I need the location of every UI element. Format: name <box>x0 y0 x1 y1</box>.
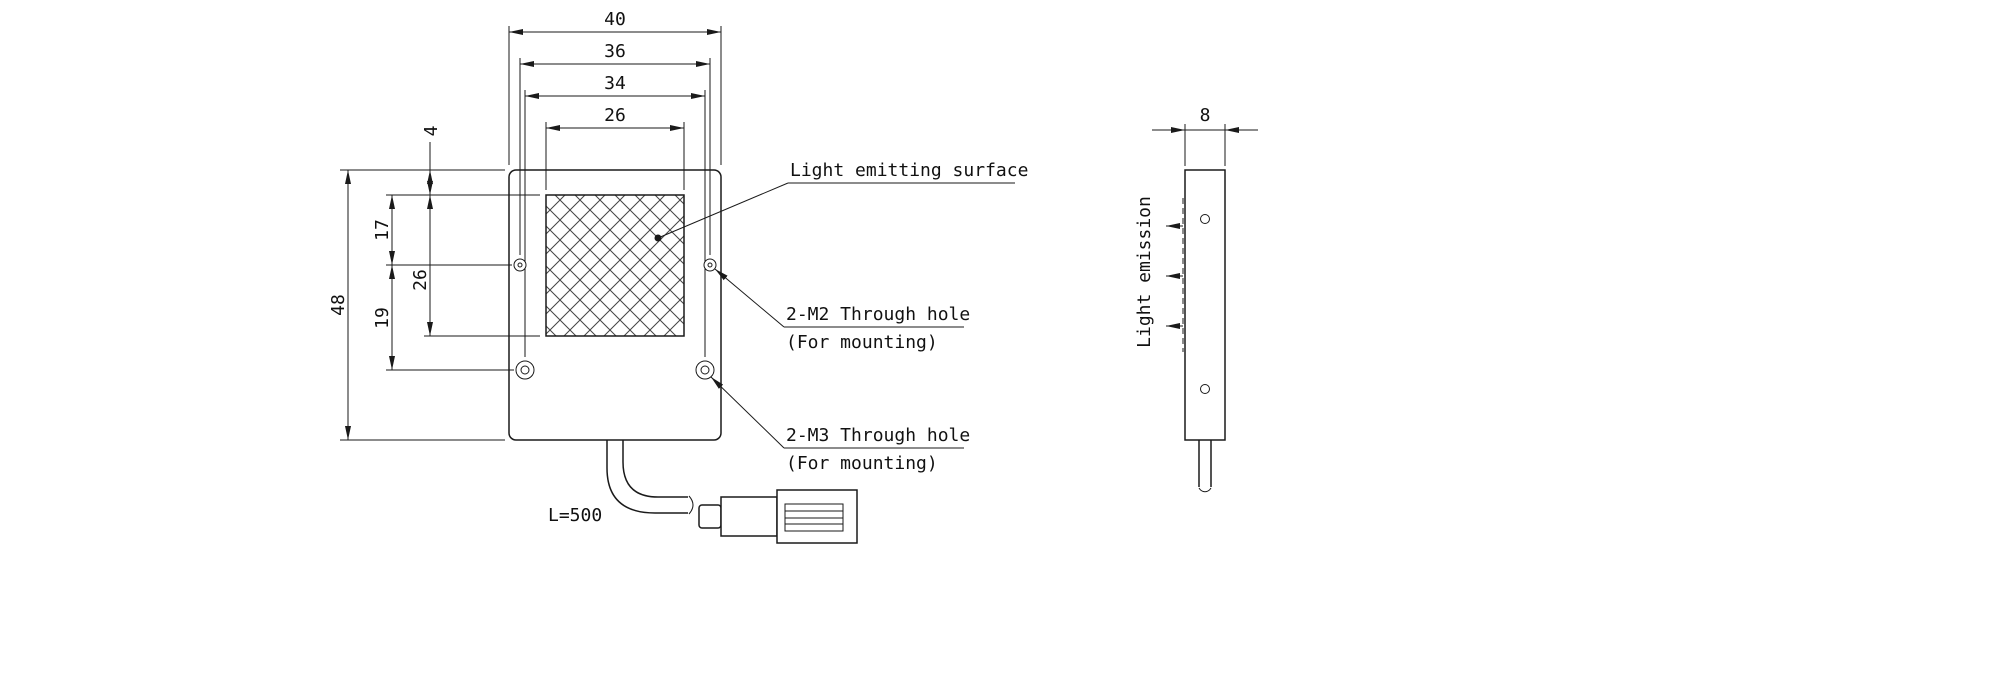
extension-lines-top <box>508 26 722 357</box>
callout-m3-hole: 2-M3 Through hole (For mounting) <box>710 376 970 474</box>
dim-emitting-width: 26 <box>546 105 684 131</box>
cable-connector <box>698 489 858 544</box>
side-body-outline <box>1184 169 1226 441</box>
light-emitting-surface <box>545 194 685 337</box>
dim-thickness: 8 <box>1152 105 1258 166</box>
dim-m2-spacing: 36 <box>520 41 710 67</box>
dim-m3-spacing: 34 <box>525 73 705 99</box>
dim-thickness-value: 8 <box>1200 105 1211 126</box>
m3-hole-right <box>695 360 715 380</box>
dim-emitting-top-to-m2-value: 17 <box>372 219 393 241</box>
side-cable <box>1198 440 1212 493</box>
cable-length-label: L=500 <box>548 505 602 526</box>
m2-hole-right <box>703 258 717 272</box>
dim-top-to-emitting-value: 4 <box>421 126 442 137</box>
m3-hole-note: (For mounting) <box>786 453 938 474</box>
m3-hole-left <box>515 360 535 380</box>
dim-top-to-emitting: 4 <box>421 126 442 195</box>
dim-outer-width-value: 40 <box>604 9 626 30</box>
dim-outer-height-value: 48 <box>328 294 349 316</box>
light-emission-label: Light emission <box>1134 196 1155 348</box>
dim-emitting-top-to-m2: 17 <box>372 195 395 265</box>
dim-m2-to-m3-value: 19 <box>372 307 393 329</box>
dim-emitting-width-value: 26 <box>604 105 626 126</box>
side-view: 8 Light emission <box>1134 105 1258 493</box>
dim-m2-to-m3: 19 <box>372 265 395 370</box>
m2-hole-label: 2-M2 Through hole <box>786 304 970 325</box>
dim-emitting-height: 26 <box>410 195 433 336</box>
side-hole-top <box>1200 214 1210 224</box>
m2-hole-left <box>513 258 527 272</box>
front-view: 40 36 34 26 48 4 17 <box>328 9 1028 544</box>
dim-outer-height: 48 <box>328 170 351 440</box>
light-emitting-surface-label: Light emitting surface <box>790 160 1028 181</box>
extension-lines-left <box>340 169 540 441</box>
dim-m2-spacing-value: 36 <box>604 41 626 62</box>
dim-outer-width: 40 <box>509 9 721 35</box>
cable <box>606 440 694 515</box>
callout-m2-hole: 2-M2 Through hole (For mounting) <box>714 268 970 353</box>
side-hole-bottom <box>1200 384 1210 394</box>
callout-light-emitting-surface: Light emitting surface <box>654 160 1028 242</box>
dim-emitting-height-value: 26 <box>410 269 431 291</box>
m3-hole-label: 2-M3 Through hole <box>786 425 970 446</box>
light-emission-indicator: Light emission <box>1134 196 1184 352</box>
m2-hole-note: (For mounting) <box>786 332 938 353</box>
dim-m3-spacing-value: 34 <box>604 73 626 94</box>
